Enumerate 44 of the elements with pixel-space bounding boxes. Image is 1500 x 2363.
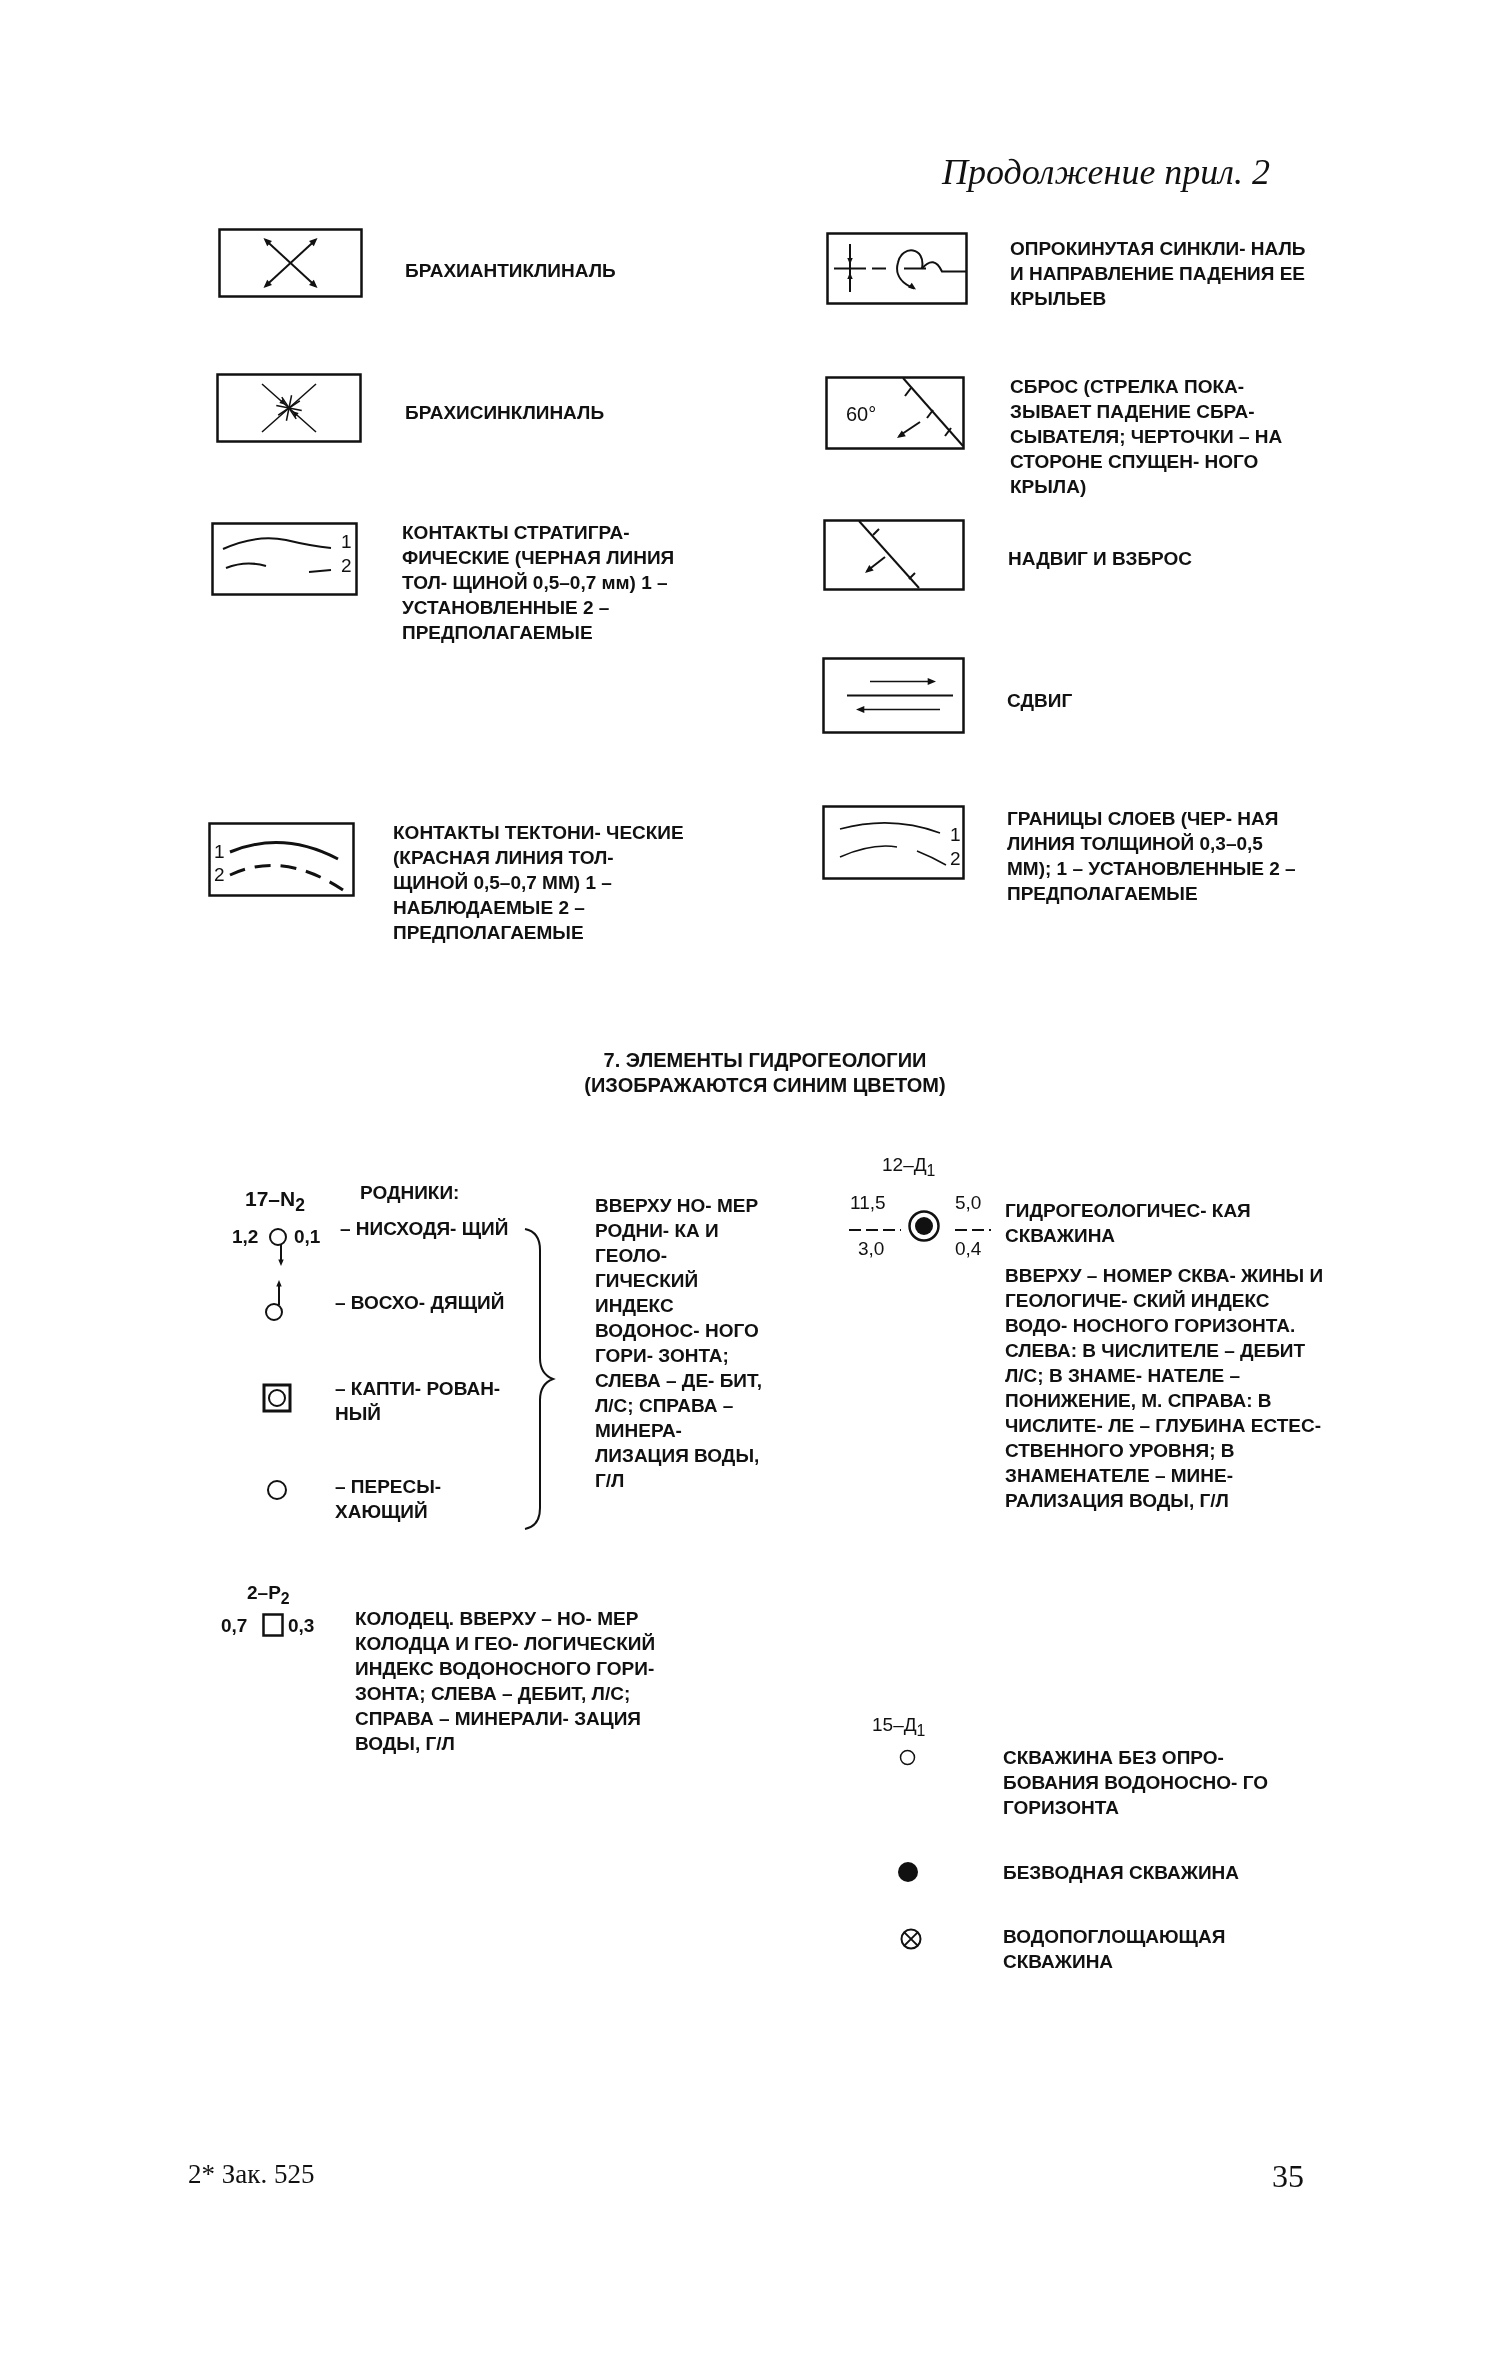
spring-index: 17–N$_{2}$: [245, 1186, 305, 1218]
section-label: РОДНИКИ:: [360, 1181, 460, 1205]
legend-label: КОЛОДЕЦ. ВВЕРХУ – НО- МЕР КОЛОДЦА И ГЕО- ЛОГИЧЕСКИЙ ИНДЕКС ВОДОНОСНОГО ГОРИ- ЗОНТА; СЛЕВА – ДЕБИТ, Л/С; СПРАВА – МИНЕРАЛИ- ЗАЦИЯ ВОДЫ, Г/Л: [355, 1607, 657, 1756]
legend-label: ГИДРОГЕОЛОГИЧЕС- КАЯ СКВАЖИНА: [1005, 1199, 1252, 1248]
legend-label: КОНТАКТЫ ТЕКТОНИ- ЧЕСКИЕ (КРАСНАЯ ЛИНИЯ ТОЛ- ЩИНОЙ 0,5–0,7 ММ) 1 – НАБЛЮДАЕМЫЕ 2 – ПРЕДПОЛАГАЕМЫЕ: [393, 821, 685, 945]
numeric-label: 0,3: [288, 1614, 315, 1638]
numeric-label: 11,5: [850, 1191, 886, 1215]
well-index: 15–Д$_{1}$: [872, 1713, 926, 1741]
well-index: 2–P$_{2}$: [247, 1581, 290, 1609]
line-number: 1: [214, 842, 225, 862]
numeric-label: 5,0: [955, 1191, 982, 1215]
well-index: 12–Д$_{1}$: [882, 1153, 936, 1181]
legend-label: – НИСХОДЯ- ЩИЙ: [340, 1217, 510, 1241]
line-number: 2: [341, 556, 352, 576]
legend-label: СДВИГ: [1007, 689, 1074, 713]
legend-label: СБРОС (СТРЕЛКА ПОКА- ЗЫВАЕТ ПАДЕНИЕ СБРА- СЫВАТЕЛЯ; ЧЕРТОЧКИ – НА СТОРОНЕ СПУЩЕН- НОГО КРЫЛА): [1010, 375, 1284, 499]
legend-label: НАДВИГ И ВЗБРОС: [1008, 547, 1193, 571]
legend-label: – ПЕРЕСЫ- ХАЮЩИЙ: [335, 1475, 443, 1524]
numeric-label: 1,2: [232, 1225, 259, 1249]
numeric-label: 0,1: [294, 1225, 321, 1249]
note-text: ВВЕРХУ – НОМЕР СКВА- ЖИНЫ И ГЕОЛОГИЧЕ- СКИЙ ИНДЕКС ВОДО- НОСНОГО ГОРИЗОНТА. СЛЕВА: В ЧИСЛИТЕЛЕ – ДЕБИТ Л/С; В ЗНАМЕ- НАТЕЛЕ – ПОНИЖЕНИЕ, М. СПРАВА: В ЧИСЛИТЕ- ЛЕ – ГЛУБИНА ЕСТЕС- СТВЕННОГО УРОВНЯ; В ЗНАМЕНАТЕЛЕ – МИНЕ- РАЛИЗАЦИЯ ВОДЫ, Г/Л: [1005, 1264, 1325, 1513]
page-number: 35: [1272, 2158, 1304, 2194]
line-number: 2: [214, 865, 225, 885]
note-text: ВВЕРХУ НО- МЕР РОДНИ- КА И ГЕОЛО- ГИЧЕСКИЙ ИНДЕКС ВОДОНОС- НОГО ГОРИ- ЗОНТА; СЛЕВА – ДЕ- БИТ, Л/С; СПРАВА – МИНЕРА- ЛИЗАЦИЯ ВОДЫ, Г/Л: [595, 1194, 763, 1493]
section-heading: 7. ЭЛЕМЕНТЫ ГИДРОГЕОЛОГИИ (ИЗОБРАЖАЮТСЯ СИНИМ ЦВЕТОМ): [583, 1048, 947, 1098]
legend-label: – ВОСХО- ДЯЩИЙ: [335, 1291, 505, 1315]
numeric-label: 0,7: [221, 1614, 248, 1638]
dip-angle-label: 60°: [846, 402, 877, 427]
legend-label: ГРАНИЦЫ СЛОЕВ (ЧЕР- НАЯ ЛИНИЯ ТОЛЩИНОЙ 0,3–0,5 ММ); 1 – УСТАНОВЛЕННЫЕ 2 – ПРЕДПОЛАГАЕМЫЕ: [1007, 807, 1297, 906]
legend-label: БРАХИАНТИКЛИНАЛЬ: [405, 259, 617, 283]
legend-label: КОНТАКТЫ СТРАТИГРА- ФИЧЕСКИЕ (ЧЕРНАЯ ЛИНИЯ ТОЛ- ЩИНОЙ 0,5–0,7 мм) 1 – УСТАНОВЛЕННЫЕ 2 – ПРЕДПОЛАГАЕМЫЕ: [402, 521, 676, 645]
legend-label: БРАХИСИНКЛИНАЛЬ: [405, 401, 606, 425]
legend-label: – КАПТИ- РОВАН- НЫЙ: [335, 1377, 502, 1426]
page-header: Продолжение прил. 2: [942, 151, 1271, 194]
legend-label: СКВАЖИНА БЕЗ ОПРО- БОВАНИЯ ВОДОНОСНО- ГО ГОРИЗОНТА: [1003, 1746, 1269, 1820]
numeric-label: 0,4: [955, 1237, 982, 1261]
legend-label: БЕЗВОДНАЯ СКВАЖИНА: [1003, 1861, 1240, 1885]
footer-text: 2* Зак. 525: [188, 2158, 315, 2190]
line-number: 1: [950, 823, 961, 847]
line-number: 1: [341, 532, 352, 552]
numeric-label: 3,0: [858, 1237, 885, 1261]
line-number: 2: [950, 847, 961, 871]
legend-label: ВОДОПОГЛОЩАЮЩАЯ СКВАЖИНА: [1003, 1925, 1227, 1974]
legend-label: ОПРОКИНУТАЯ СИНКЛИ- НАЛЬ И НАПРАВЛЕНИЕ ПАДЕНИЯ ЕЕ КРЫЛЬЕВ: [1010, 237, 1307, 311]
